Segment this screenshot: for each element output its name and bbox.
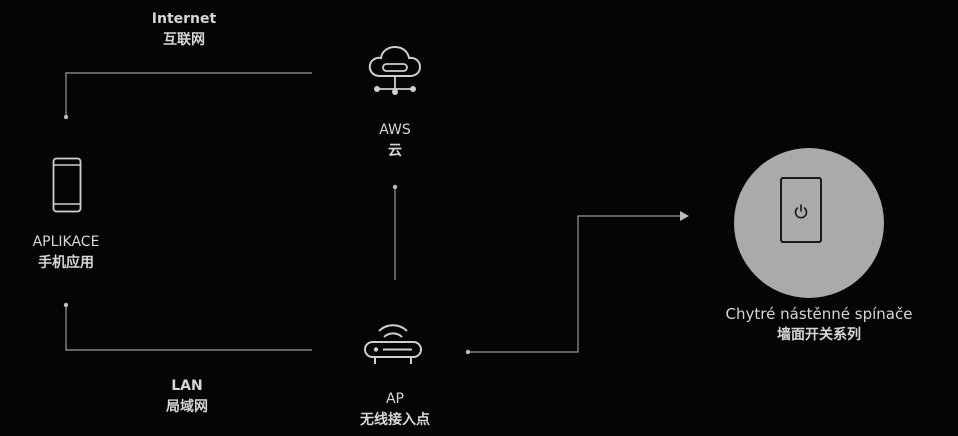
cloud-label-zh: 云: [388, 143, 402, 159]
ap-device-connection-line: [468, 215, 680, 353]
device-label: Chytré nástěnné spínače 墙面开关系列: [700, 303, 938, 346]
app-label-en: APLIKACE: [32, 234, 100, 250]
internet-label-zh: 互联网: [163, 32, 205, 48]
arrow-head-icon: [680, 211, 689, 221]
internet-connection-line: [65, 72, 312, 116]
wall-switch-plate: [780, 177, 822, 243]
internet-label: Internet 互联网: [134, 9, 234, 51]
lan-label: LAN 局域网: [137, 376, 237, 418]
device-label-zh: 墙面开关系列: [777, 327, 861, 343]
lan-label-en: LAN: [171, 378, 203, 394]
lan-connection-line: [65, 306, 312, 351]
power-icon: [794, 204, 808, 219]
smartphone-icon: [52, 157, 82, 217]
lan-line-endpoint-dot: [63, 302, 69, 308]
ap-label: AP 无线接入点: [335, 389, 455, 431]
device-label-en: Chytré nástěnné spínače: [725, 305, 913, 323]
ap-label-en: AP: [385, 391, 405, 407]
app-label-zh: 手机应用: [38, 255, 94, 271]
wifi-router-icon: [362, 316, 424, 370]
cloud-label: AWS 云: [345, 120, 445, 162]
cloud-ap-endpoint-dot: [392, 184, 398, 190]
app-label: APLIKACE 手机应用: [10, 232, 122, 274]
internet-label-en: Internet: [151, 11, 217, 27]
lan-label-zh: 局域网: [166, 399, 208, 415]
ap-line-endpoint-dot: [465, 349, 471, 355]
internet-line-endpoint-dot: [63, 114, 69, 120]
ap-label-zh: 无线接入点: [360, 412, 430, 428]
device-circle: [734, 148, 884, 298]
cloud-network-icon: [366, 44, 424, 102]
cloud-label-en: AWS: [379, 122, 411, 138]
